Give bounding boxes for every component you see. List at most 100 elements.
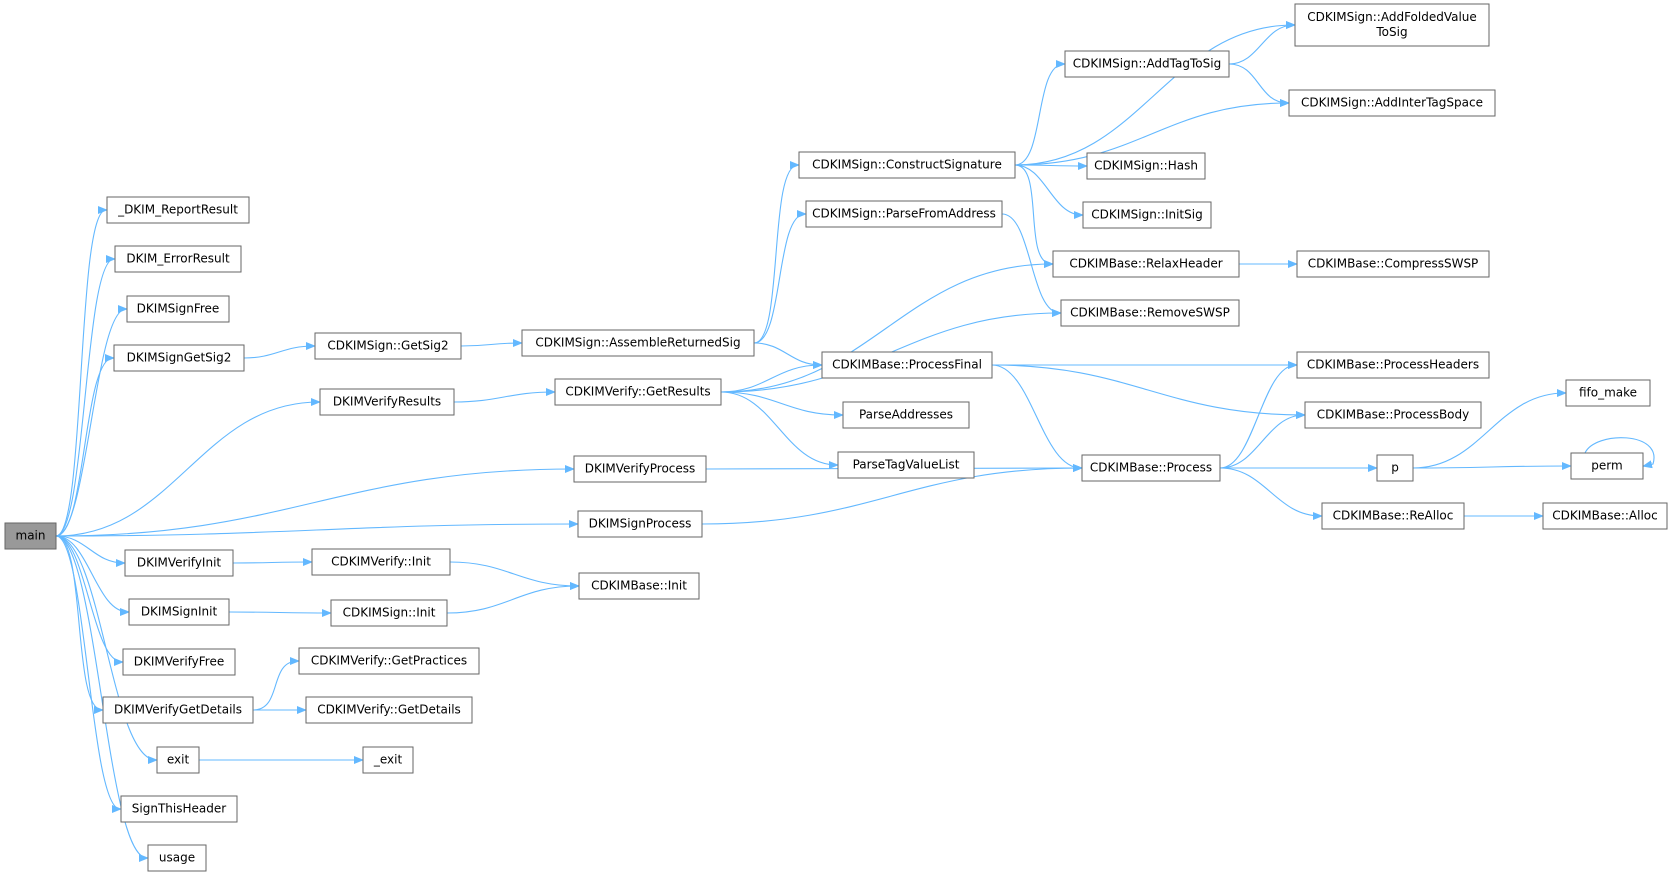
node-verify_getresults[interactable]: CDKIMVerify::GetResults <box>554 378 722 406</box>
node-box <box>156 746 200 774</box>
node-box <box>842 401 970 429</box>
node-base_process[interactable]: CDKIMBase::Process <box>1081 454 1221 482</box>
edge-sign_construct-to-sign_addtagtosig <box>1014 64 1064 166</box>
node-box <box>114 245 242 273</box>
node-sign_initsig[interactable]: CDKIMSign::InitSig <box>1082 201 1212 229</box>
node-box <box>805 200 1003 228</box>
edge-base_process-to-base_realloc <box>1219 467 1321 516</box>
node-label: CDKIMBase::ProcessFinal <box>832 358 982 372</box>
edge-main-to-dkimverifyprocess <box>55 469 573 537</box>
node-p[interactable]: p <box>1376 454 1414 482</box>
node-label: _exit <box>373 753 403 767</box>
node-verify_getdetails[interactable]: CDKIMVerify::GetDetails <box>305 696 473 724</box>
edge-verify_init-to-base_init <box>449 561 578 586</box>
node-base_processbody[interactable]: CDKIMBase::ProcessBody <box>1304 401 1482 429</box>
edge-main-to-exit <box>55 535 156 760</box>
node-label: CDKIMSign::InitSig <box>1091 208 1202 222</box>
node-base_alloc[interactable]: CDKIMBase::Alloc <box>1542 502 1668 530</box>
node-label: DKIMVerifyProcess <box>585 462 696 476</box>
node-fifo_make[interactable]: fifo_make <box>1565 379 1651 407</box>
node-base_processfinal[interactable]: CDKIMBase::ProcessFinal <box>821 351 993 379</box>
edge-sign_construct-to-sign_hash <box>1014 165 1086 166</box>
node-verify_getpractices[interactable]: CDKIMVerify::GetPractices <box>298 647 480 675</box>
node-main[interactable]: main <box>4 522 57 550</box>
node-label: CDKIMBase::CompressSWSP <box>1308 257 1479 271</box>
node-label: CDKIMSign::AddInterTagSpace <box>1301 96 1483 110</box>
node-dkim_errorresult[interactable]: DKIM_ErrorResult <box>114 245 242 273</box>
node-usage[interactable]: usage <box>147 844 207 872</box>
node-base_realloc[interactable]: CDKIMBase::ReAlloc <box>1321 502 1465 530</box>
node-box <box>1060 299 1240 327</box>
node-sign_addtagtosig[interactable]: CDKIMSign::AddTagToSig <box>1064 50 1230 78</box>
node-label: CDKIMBase::Process <box>1090 461 1212 475</box>
node-label: CDKIMSign::AddFoldedValue <box>1307 10 1477 24</box>
edge-verify_getresults-to-parsetagvaluelist <box>720 391 837 465</box>
edge-p-to-fifo_make <box>1412 393 1565 469</box>
node-dkimverifygetdetails[interactable]: DKIMVerifyGetDetails <box>102 696 254 724</box>
node-dkimverifyinit[interactable]: DKIMVerifyInit <box>124 549 234 577</box>
edge-dkimsignprocess-to-base_process <box>701 468 1081 525</box>
node-box <box>113 344 245 372</box>
node-box <box>578 572 700 600</box>
node-box <box>577 510 703 538</box>
node-box <box>1296 250 1490 278</box>
node-dkimverifyresults[interactable]: DKIMVerifyResults <box>319 388 455 416</box>
node-dkimsigninit[interactable]: DKIMSignInit <box>128 598 230 626</box>
node-signthisheader[interactable]: SignThisHeader <box>120 795 238 823</box>
edge-dkimverifyresults-to-verify_getresults <box>453 392 554 403</box>
node-label: CDKIMSign::GetSig2 <box>327 339 448 353</box>
edge-dkimverifyinit-to-verify_init <box>232 562 311 563</box>
edge-sign_assemble-to-sign_construct <box>753 165 798 344</box>
node-box <box>362 746 414 774</box>
edge-base_processfinal-to-base_processbody <box>991 364 1304 415</box>
edge-perm-to-perm <box>1584 437 1655 466</box>
node-box <box>124 549 234 577</box>
nodes-layer: main _DKIM_ReportResultDKIM_ErrorResultDK… <box>4 3 1668 872</box>
node-sign_parsefrom[interactable]: CDKIMSign::ParseFromAddress <box>805 200 1003 228</box>
node-box <box>298 647 480 675</box>
node-base_relaxheader[interactable]: CDKIMBase::RelaxHeader <box>1052 250 1240 278</box>
node-sign_assemble[interactable]: CDKIMSign::AssembleReturnedSig <box>521 329 755 357</box>
node-_exit[interactable]: _exit <box>362 746 414 774</box>
edge-verify_getresults-to-base_relaxheader <box>720 264 1052 393</box>
node-box <box>102 696 254 724</box>
node-dkimsignprocess[interactable]: DKIMSignProcess <box>577 510 703 538</box>
node-sign_getsig2[interactable]: CDKIMSign::GetSig2 <box>314 332 462 360</box>
node-exit[interactable]: exit <box>156 746 200 774</box>
node-sign_hash[interactable]: CDKIMSign::Hash <box>1086 152 1206 180</box>
edge-main-to-dkimverifyresults <box>55 402 319 537</box>
node-box <box>1086 152 1206 180</box>
node-sign_addintertag[interactable]: CDKIMSign::AddInterTagSpace <box>1288 89 1496 117</box>
node-box <box>837 451 975 479</box>
node-parsetagvaluelist[interactable]: ParseTagValueList <box>837 451 975 479</box>
node-verify_init[interactable]: CDKIMVerify::Init <box>311 548 451 576</box>
node-base_init[interactable]: CDKIMBase::Init <box>578 572 700 600</box>
node-label: CDKIMVerify::GetPractices <box>311 654 467 668</box>
node-dkimsigngetsig2[interactable]: DKIMSignGetSig2 <box>113 344 245 372</box>
node-label: CDKIMBase::Init <box>591 579 687 593</box>
node-perm[interactable]: perm <box>1570 452 1644 480</box>
node-label: CDKIMVerify::Init <box>331 555 431 569</box>
node-label: _DKIM_ReportResult <box>117 203 238 217</box>
node-parseaddresses[interactable]: ParseAddresses <box>842 401 970 429</box>
node-box <box>147 844 207 872</box>
node-dkimsignfree[interactable]: DKIMSignFree <box>126 295 230 323</box>
node-box <box>554 378 722 406</box>
node-dkim_reportresult[interactable]: _DKIM_ReportResult <box>106 196 250 224</box>
node-label: fifo_make <box>1579 386 1637 400</box>
node-base_processheaders[interactable]: CDKIMBase::ProcessHeaders <box>1296 351 1490 379</box>
edge-base_processfinal-to-base_process <box>991 364 1081 468</box>
edge-base_process-to-base_processheaders <box>1219 365 1296 469</box>
edge-main-to-dkimsignprocess <box>55 524 577 537</box>
node-dkimverifyprocess[interactable]: DKIMVerifyProcess <box>573 455 707 483</box>
edge-verify_getresults-to-parseaddresses <box>720 391 842 415</box>
node-sign_construct[interactable]: CDKIMSign::ConstructSignature <box>798 151 1016 179</box>
node-label: DKIMSignGetSig2 <box>127 351 232 365</box>
node-base_removeswsp[interactable]: CDKIMBase::RemoveSWSP <box>1060 299 1240 327</box>
node-sign_init[interactable]: CDKIMSign::Init <box>330 599 448 627</box>
node-label: CDKIMBase::RelaxHeader <box>1069 257 1222 271</box>
node-base_compressswsp[interactable]: CDKIMBase::CompressSWSP <box>1296 250 1490 278</box>
node-dkimverifyfree[interactable]: DKIMVerifyFree <box>122 648 236 676</box>
edge-sign_getsig2-to-sign_assemble <box>460 343 521 346</box>
